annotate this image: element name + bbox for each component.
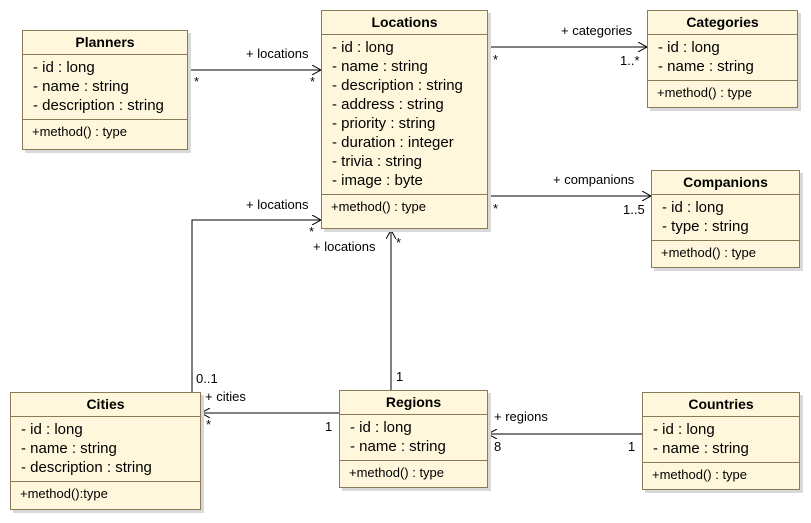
attribute: - trivia : string (332, 153, 423, 170)
multiplicity-label: * (206, 417, 212, 432)
role-label: + regions (494, 409, 548, 424)
attribute: - duration : integer (332, 134, 454, 151)
operation: +method() : type (32, 124, 128, 139)
class-name: Regions (340, 391, 487, 415)
class-regions[interactable]: Regions - id : long - name : string +met… (339, 390, 488, 488)
attribute: - priority : string (332, 115, 436, 132)
attribute: - type : string (662, 218, 749, 235)
multiplicity-label: * (493, 52, 499, 67)
attribute: - id : long (653, 421, 715, 438)
attribute: - id : long (662, 199, 724, 216)
attribute: - id : long (350, 419, 412, 436)
class-name: Companions (652, 171, 799, 195)
class-name: Countries (643, 393, 799, 417)
operation: +method() : type (331, 199, 427, 214)
attribute-list: - id : long - type : string (652, 195, 799, 241)
attribute: - name : string (33, 78, 129, 95)
attribute: - id : long (21, 421, 83, 438)
operation: +method() : type (657, 85, 753, 100)
class-name: Cities (11, 393, 200, 417)
attribute-list: - id : long - name : string - descriptio… (322, 35, 487, 195)
class-companions[interactable]: Companions - id : long - type : string +… (651, 170, 800, 268)
role-label: + locations (246, 197, 309, 212)
class-name: Categories (648, 11, 797, 35)
multiplicity-label: 1..* (620, 53, 640, 68)
multiplicity-label: 1 (325, 419, 333, 434)
attribute: - name : string (658, 58, 754, 75)
multiplicity-label: 0..1 (196, 371, 218, 386)
attribute-list: - id : long - name : string (340, 415, 487, 461)
attribute-list: - id : long - name : string - descriptio… (11, 417, 200, 482)
class-countries[interactable]: Countries - id : long - name : string +m… (642, 392, 800, 490)
class-cities[interactable]: Cities - id : long - name : string - des… (10, 392, 201, 510)
class-categories[interactable]: Categories - id : long - name : string +… (647, 10, 798, 108)
attribute: - id : long (658, 39, 720, 56)
operation: +method():type (20, 486, 108, 501)
multiplicity-label: 8 (494, 439, 502, 454)
attribute: - description : string (33, 97, 164, 114)
multiplicity-label: * (493, 201, 499, 216)
attribute: - name : string (653, 440, 749, 457)
operation: +method() : type (349, 465, 445, 480)
role-label: + locations (246, 46, 309, 61)
multiplicity-label: * (396, 235, 402, 250)
role-label: + cities (205, 389, 246, 404)
attribute: - name : string (21, 440, 117, 457)
attribute: - name : string (350, 438, 446, 455)
attribute-list: - id : long - name : string - descriptio… (23, 55, 187, 120)
operation: +method() : type (661, 245, 757, 260)
attribute: - image : byte (332, 172, 423, 189)
class-planners[interactable]: Planners - id : long - name : string - d… (22, 30, 188, 150)
attribute: - id : long (33, 59, 95, 76)
attribute: - address : string (332, 96, 444, 113)
role-label: + locations (313, 239, 376, 254)
attribute: - id : long (332, 39, 394, 56)
multiplicity-label: 1 (628, 439, 636, 454)
attribute: - description : string (332, 77, 463, 94)
role-label: + companions (553, 172, 635, 187)
multiplicity-label: * (310, 74, 316, 89)
multiplicity-label: 1..5 (623, 202, 645, 217)
class-name: Planners (23, 31, 187, 55)
attribute: - name : string (332, 58, 428, 75)
attribute: - description : string (21, 459, 152, 476)
multiplicity-label: * (309, 224, 315, 239)
assoc-cities-locations (191, 220, 321, 392)
operation: +method() : type (652, 467, 748, 482)
attribute-list: - id : long - name : string (648, 35, 797, 81)
multiplicity-label: 1 (396, 369, 404, 384)
class-locations[interactable]: Locations - id : long - name : string - … (321, 10, 488, 229)
class-name: Locations (322, 11, 487, 35)
multiplicity-label: * (194, 74, 200, 89)
role-label: + categories (561, 23, 633, 38)
attribute-list: - id : long - name : string (643, 417, 799, 463)
